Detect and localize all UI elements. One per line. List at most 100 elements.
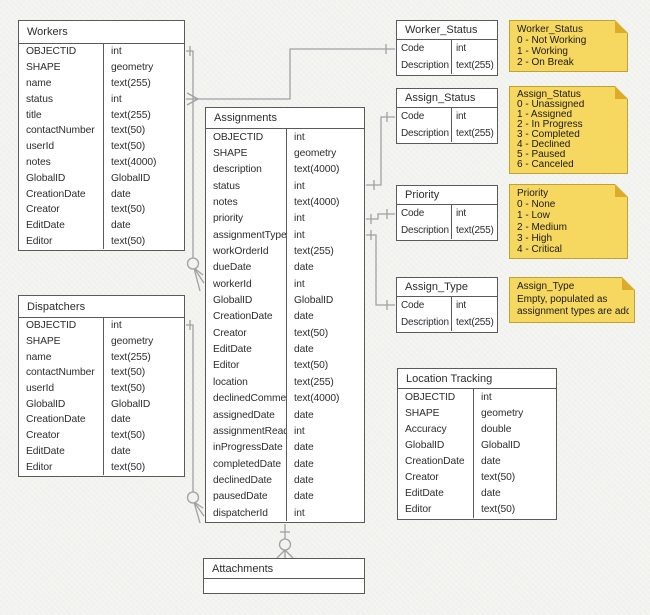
field-type: geometry — [294, 148, 337, 160]
field-type: text(50) — [481, 504, 516, 516]
field-type: text(255) — [294, 376, 334, 388]
field-name: Description — [401, 128, 449, 139]
field-name: Editor — [26, 235, 53, 247]
note-title: Worker_Status — [517, 24, 583, 35]
cardinality-zero-icon — [186, 257, 200, 270]
connector-line[interactable] — [186, 48, 395, 100]
field-type: text(50) — [111, 461, 146, 473]
field-name: notes — [26, 156, 51, 168]
note-text-line: 3 - High — [517, 232, 553, 244]
field-name: status — [213, 180, 240, 192]
table-title: Dispatchers — [27, 300, 86, 313]
field-type: int — [456, 43, 466, 54]
field-name: CreationDate — [213, 311, 273, 323]
field-name: SHAPE — [405, 407, 440, 419]
cardinality-zero-icon — [278, 538, 292, 551]
field-type: date — [481, 455, 501, 467]
field-type: int — [481, 391, 492, 403]
table-title: Attachments — [212, 562, 274, 575]
field-type: text(50) — [111, 125, 146, 137]
cardinality-zero-icon — [186, 491, 200, 504]
connector-line[interactable] — [186, 324, 194, 492]
connector-workers-status-to-worker-status[interactable] — [186, 44, 395, 106]
field-type: GlobalID — [111, 398, 151, 410]
field-type: GlobalID — [111, 172, 151, 184]
field-name: declinedComment — [213, 393, 286, 405]
note-text-line: 0 - None — [517, 199, 556, 211]
field-name: userId — [26, 383, 55, 395]
connector-dispatchers-objectid-to-assignments-dispatcherid[interactable] — [186, 320, 205, 524]
field-name: OBJECTID — [213, 131, 264, 143]
note-text-line: assignment types are added — [517, 306, 629, 318]
cardinality-mark-icon — [284, 549, 294, 559]
connector-assignments-to-attachments[interactable] — [276, 524, 294, 559]
table-header: Assignments — [206, 108, 364, 129]
field-name: EditDate — [213, 344, 252, 356]
table-title: Assign_Status — [405, 92, 476, 104]
field-type: text(4000) — [111, 156, 157, 168]
field-name: GlobalID — [213, 295, 253, 307]
cardinality-mark-icon — [193, 501, 205, 517]
table-header: Worker_Status — [397, 21, 497, 40]
field-type: text(50) — [111, 141, 146, 153]
connector-assignments-type-to-assign-type[interactable] — [366, 230, 395, 310]
field-type: int — [456, 208, 466, 219]
field-name: CreationDate — [26, 188, 86, 200]
field-name: workOrderId — [213, 246, 269, 258]
field-type: int — [294, 180, 305, 192]
connector-workers-objectid-to-assignments-workerid[interactable] — [186, 46, 205, 292]
table-title: Priority — [405, 189, 440, 201]
field-name: EditDate — [26, 220, 65, 232]
table-title: Worker_Status — [405, 24, 478, 36]
field-type: date — [111, 445, 131, 457]
connector-assignments-priority-to-priority[interactable] — [366, 209, 395, 224]
field-type: date — [294, 311, 314, 323]
cardinality-mark-icon — [193, 501, 201, 524]
field-type: int — [294, 229, 305, 241]
note-text-line: 3 - Completed — [517, 130, 580, 140]
table-attachments[interactable]: Attachments — [203, 558, 365, 594]
table-header: Dispatchers — [19, 296, 184, 318]
connector-assignments-status-to-assign-status[interactable] — [366, 112, 395, 190]
field-name: contactNumber — [26, 125, 95, 137]
field-type: date — [481, 488, 501, 500]
cardinality-mark-icon — [193, 267, 205, 284]
connector-line[interactable] — [366, 116, 395, 186]
connector-line[interactable] — [186, 50, 194, 258]
field-type: int — [111, 46, 122, 58]
field-name: contactNumber — [26, 367, 95, 379]
connector-line[interactable] — [366, 234, 395, 306]
field-type: date — [294, 458, 314, 470]
field-name: Creator — [26, 204, 60, 216]
field-type: text(255) — [294, 246, 334, 258]
field-name: Editor — [26, 461, 53, 473]
field-name: priority — [213, 213, 244, 225]
field-type: int — [294, 507, 305, 519]
field-type: text(50) — [111, 235, 146, 247]
note-text-line: 0 - Unassigned — [517, 100, 585, 110]
field-name: location — [213, 376, 248, 388]
field-type: text(50) — [111, 204, 146, 216]
